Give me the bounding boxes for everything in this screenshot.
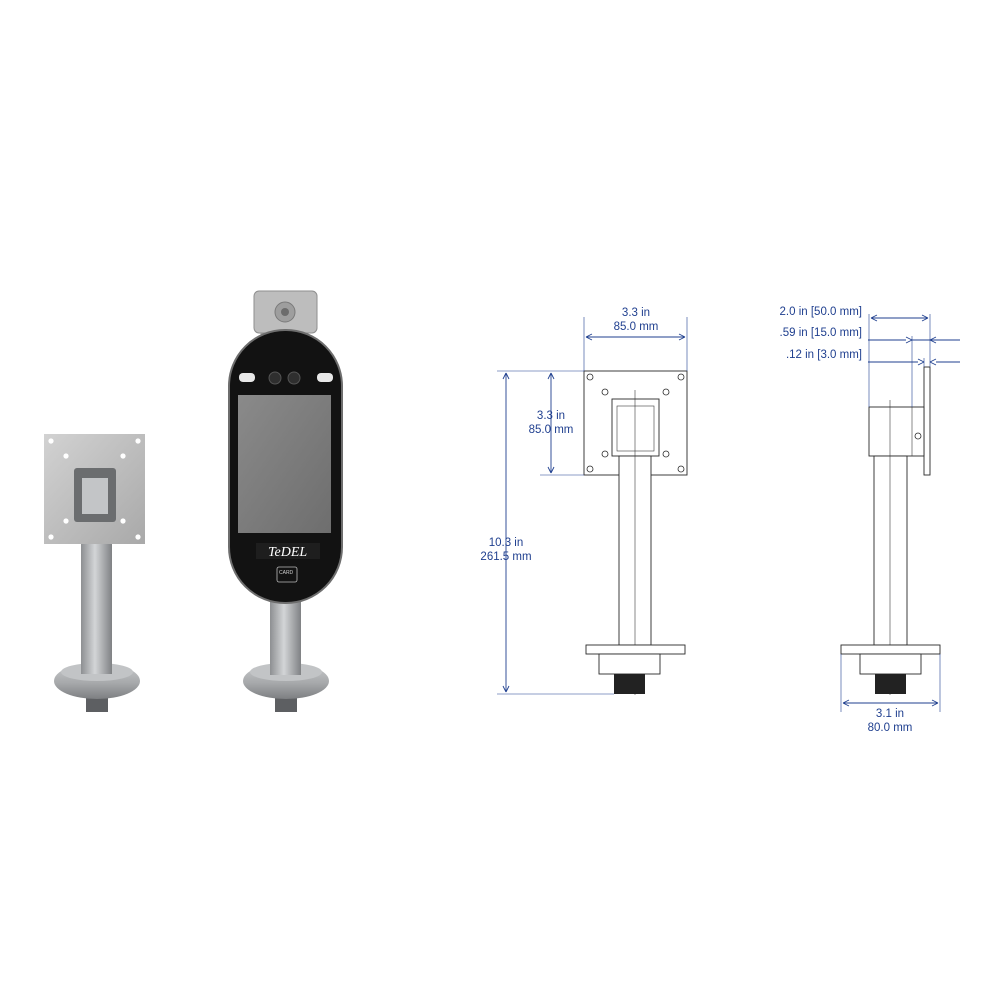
side-depth-label: 2.0 in [50.0 mm] bbox=[780, 306, 862, 318]
front-width-metric: 85.0 mm bbox=[614, 321, 659, 333]
front-total-height-metric: 261.5 mm bbox=[480, 551, 531, 563]
stand-pole bbox=[81, 532, 112, 674]
device-top-light-left bbox=[239, 373, 255, 382]
card-reader-icon bbox=[276, 566, 298, 583]
side-pole bbox=[873, 455, 908, 646]
bracket-stand-photo bbox=[44, 434, 145, 712]
device-screen bbox=[238, 395, 331, 533]
device-top-light-right bbox=[317, 373, 333, 382]
side-base-metric: 80.0 mm bbox=[868, 722, 913, 734]
side-base-imperial: 3.1 in bbox=[876, 708, 904, 720]
device-logo: TeDEL bbox=[268, 545, 307, 560]
card-reader-label: CARD bbox=[279, 570, 294, 576]
front-plate-height-imperial: 3.3 in bbox=[537, 410, 565, 422]
side-screw-icon bbox=[914, 432, 922, 440]
front-view-drawing: 3.3 in 85.0 mm 3.3 in 85.0 mm 10.3 in 26… bbox=[480, 307, 688, 695]
front-plate-holes bbox=[586, 373, 685, 473]
side-nut bbox=[859, 653, 922, 675]
front-width-imperial: 3.3 in bbox=[622, 307, 650, 319]
front-base bbox=[585, 644, 686, 655]
side-thickness-label: .12 in [3.0 mm] bbox=[786, 349, 862, 361]
side-base bbox=[840, 644, 941, 655]
front-total-height-imperial: 10.3 in bbox=[489, 537, 524, 549]
plate-screw-holes bbox=[48, 438, 141, 540]
side-plate bbox=[923, 366, 931, 476]
side-view-drawing: 2.0 in [50.0 mm] .59 in [15.0 mm] .12 in… bbox=[780, 306, 960, 734]
side-offset-label: .59 in [15.0 mm] bbox=[780, 327, 862, 339]
device-logo-bar bbox=[256, 543, 320, 559]
camera-right-icon bbox=[287, 371, 301, 385]
camera-left-icon bbox=[268, 371, 282, 385]
side-clip bbox=[868, 406, 925, 457]
device-stand-photo: TeDEL CARD bbox=[228, 290, 343, 712]
front-nut bbox=[598, 653, 661, 675]
front-plate-height-metric: 85.0 mm bbox=[529, 424, 574, 436]
front-clip bbox=[611, 398, 660, 457]
